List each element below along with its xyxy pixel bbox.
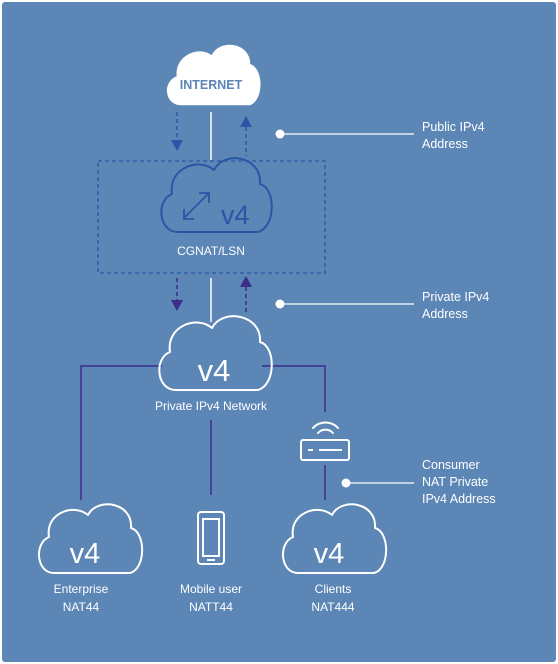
wifi-router-icon xyxy=(300,421,350,461)
down-arrow-private xyxy=(171,278,183,311)
private-address-label-line1: Private IPv4 xyxy=(422,290,489,304)
public-address-label-line2: Address xyxy=(422,137,468,151)
mobile-label-line2: NATT44 xyxy=(189,600,233,614)
enterprise-cloud: v4 xyxy=(37,503,144,574)
up-arrow-private xyxy=(240,276,252,314)
mobile-label-line1: Mobile user xyxy=(180,582,242,596)
up-arrow-public xyxy=(240,116,252,156)
consumer-address-dot xyxy=(341,478,351,488)
clients-label-line1: Clients xyxy=(315,582,352,596)
mobile-phone-icon xyxy=(197,511,225,565)
consumer-address-label-line2: NAT Private xyxy=(422,475,488,489)
public-address-dot xyxy=(275,129,285,139)
down-arrow-public xyxy=(171,112,183,151)
enterprise-cloud-text: v4 xyxy=(70,538,101,570)
cgnat-cloud-text: v4 xyxy=(221,200,250,230)
translate-arrows-icon xyxy=(183,192,210,220)
clients-cloud-text: v4 xyxy=(314,538,345,570)
enterprise-label-line2: NAT44 xyxy=(63,600,100,614)
clients-label-line2: NAT444 xyxy=(311,600,354,614)
clients-cloud: v4 xyxy=(281,503,388,574)
consumer-address-label-line1: Consumer xyxy=(422,458,480,472)
cgnat-label: CGNAT/LSN xyxy=(177,244,245,258)
private-network-links xyxy=(80,365,326,500)
cgnat-boundary-box xyxy=(97,160,326,274)
cgnat-cloud: v4 xyxy=(160,157,273,233)
private-address-dot xyxy=(275,299,285,309)
enterprise-label-line1: Enterprise xyxy=(54,582,109,596)
private-network-cloud-text: v4 xyxy=(198,353,231,388)
public-address-label-line1: Public IPv4 xyxy=(422,120,485,134)
private-network-cloud: v4 xyxy=(158,315,273,391)
internet-cloud: INTERNET xyxy=(167,44,261,106)
private-network-label: Private IPv4 Network xyxy=(155,399,268,413)
private-address-label-line2: Address xyxy=(422,307,468,321)
consumer-address-label-line3: IPv4 Address xyxy=(422,492,496,506)
internet-label: INTERNET xyxy=(180,78,243,92)
